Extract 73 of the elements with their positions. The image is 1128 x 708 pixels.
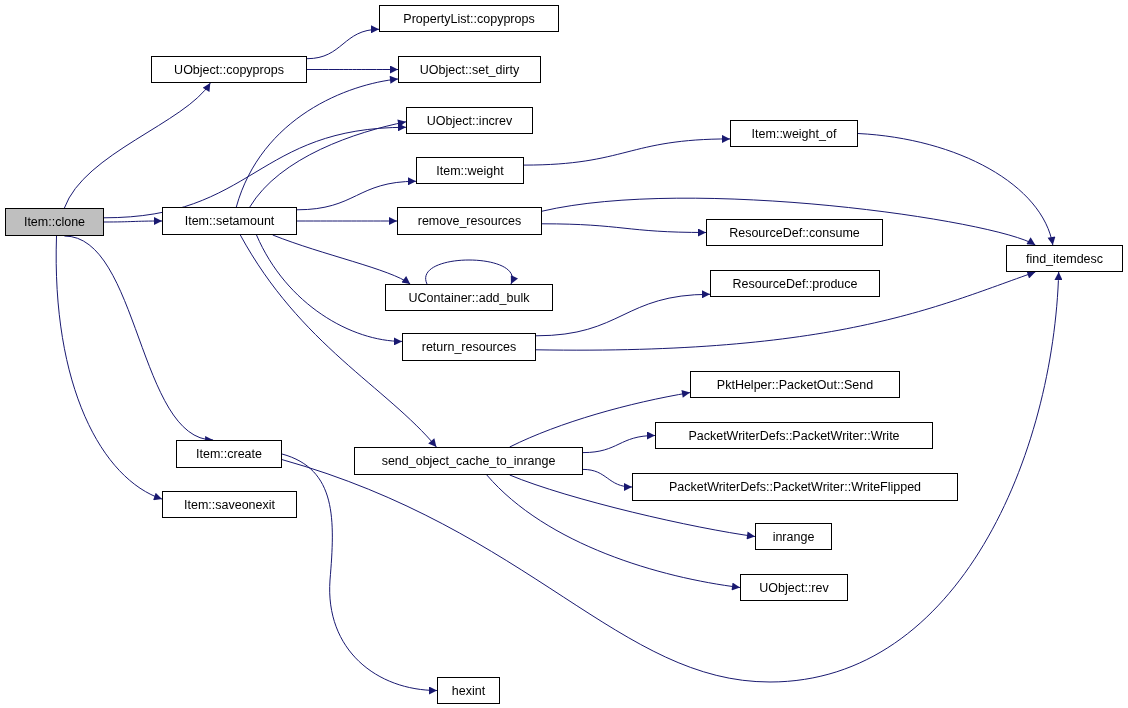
- function-box: [354, 447, 583, 475]
- arrow: [509, 474, 756, 540]
- function-name: PktHelper::PacketOut::Send: [716, 377, 874, 392]
- function-name: UObject::copyprops: [174, 62, 284, 77]
- arrow: [541, 223, 707, 237]
- function-name: inrange: [772, 529, 815, 544]
- arrow: [509, 390, 691, 448]
- function-box: [397, 207, 542, 235]
- function-name: Item::create: [196, 447, 262, 461]
- arrow: [857, 133, 1055, 246]
- arrow: [296, 177, 417, 211]
- function-box: [710, 270, 880, 297]
- function-name: return_resources: [421, 340, 517, 354]
- arrow: [582, 431, 656, 454]
- function-box: [706, 219, 883, 246]
- arrow: [535, 270, 1036, 351]
- arrow: [103, 123, 407, 219]
- function-box: [5, 208, 104, 236]
- function-name: UObject::increv: [426, 113, 513, 128]
- function-box: [406, 107, 533, 134]
- function-name: Item::weight: [436, 163, 504, 178]
- function-name: ResourceDef::produce: [732, 276, 858, 291]
- arrow: [281, 271, 1063, 683]
- function-box: [162, 491, 297, 518]
- function-name: Item::clone: [23, 215, 86, 229]
- function-box: [655, 422, 933, 449]
- function-name: remove_resources: [417, 214, 522, 228]
- arrow: [425, 259, 517, 285]
- function-box: [632, 473, 958, 501]
- arrow: [103, 217, 163, 225]
- function-name: ResourceDef::consume: [729, 225, 860, 240]
- function-name: PacketWriterDefs::PacketWriter::Write: [688, 428, 900, 443]
- arrow: [535, 290, 711, 337]
- function-name: Item::weight_of: [751, 126, 837, 141]
- function-name: Item::saveonexit: [184, 497, 275, 512]
- function-name: find_itemdesc: [1025, 251, 1104, 266]
- arrow: [256, 234, 403, 345]
- function-box: [755, 523, 832, 550]
- function-box: [176, 440, 282, 468]
- function-box: [398, 56, 541, 83]
- function-box: [402, 333, 536, 361]
- function-name: PacketWriterDefs::PacketWriter::WriteFlipped: [668, 480, 922, 494]
- function-name: UObject::set_dirty: [419, 62, 520, 77]
- arrow: [486, 474, 741, 591]
- function-name: UObject::rev: [759, 580, 829, 595]
- arrow: [55, 235, 163, 500]
- function-box: [379, 5, 559, 32]
- arrow: [306, 65, 399, 74]
- function-box: [690, 371, 900, 398]
- function-name: Item::setamount: [184, 214, 275, 228]
- function-box: [385, 284, 553, 311]
- arrow: [582, 468, 633, 491]
- function-box: [162, 207, 297, 235]
- arrow: [541, 197, 1036, 246]
- arrow: [239, 234, 437, 448]
- function-name: hexint: [451, 683, 486, 698]
- arrow: [235, 76, 399, 208]
- arrow: [523, 135, 731, 166]
- arrow: [306, 25, 380, 60]
- arrow: [63, 82, 211, 209]
- arrow: [272, 234, 411, 285]
- function-name: send_object_cache_to_inrange: [381, 454, 556, 468]
- arrow: [249, 119, 407, 208]
- function-box: [730, 120, 858, 147]
- function-box: [151, 56, 307, 83]
- function-name: UContainer::add_bulk: [408, 290, 530, 305]
- function-name: PropertyList::copyprops: [403, 11, 535, 26]
- function-box: [1006, 245, 1123, 272]
- function-box: [437, 677, 500, 704]
- function-box: [740, 574, 848, 601]
- arrow: [281, 453, 438, 695]
- function-box: [416, 157, 524, 184]
- arrow: [296, 217, 398, 225]
